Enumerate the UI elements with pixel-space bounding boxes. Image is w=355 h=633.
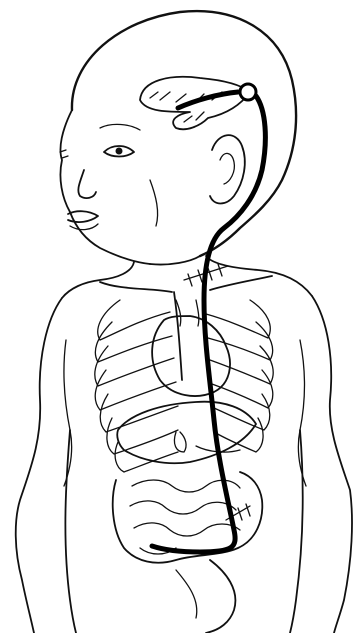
shunt-valve — [240, 84, 256, 100]
torso-right-side — [290, 430, 303, 633]
rib — [210, 346, 273, 384]
lower-lip — [70, 224, 98, 230]
heart-vessel — [176, 300, 199, 326]
rib — [95, 322, 172, 362]
lower-colon — [206, 560, 235, 633]
face-outline — [60, 110, 150, 264]
eyebrow — [100, 124, 140, 130]
cheek-line — [150, 180, 158, 226]
neck-and-shoulders — [16, 256, 352, 633]
liver — [117, 402, 256, 464]
ribcage — [95, 276, 273, 472]
right-arm — [312, 296, 352, 633]
intestine-loop — [134, 523, 240, 536]
ear-inner — [220, 153, 234, 184]
head — [60, 11, 296, 264]
rib — [206, 300, 270, 338]
left-clavicle — [100, 282, 172, 292]
pupil — [116, 148, 123, 155]
colon-outline — [113, 472, 263, 563]
rib — [100, 394, 178, 432]
head-outline — [72, 11, 296, 256]
rib — [208, 322, 273, 360]
intestine-loop — [130, 501, 236, 514]
gallbladder — [174, 432, 186, 452]
nose — [78, 170, 96, 198]
rib — [115, 442, 178, 472]
right-clavicle — [210, 276, 272, 290]
rib — [95, 346, 174, 386]
rib — [98, 300, 170, 340]
ventricular-catheter — [178, 92, 238, 108]
suture-marks — [184, 264, 250, 524]
liver-outline — [117, 402, 256, 464]
neck-left — [62, 262, 134, 298]
rib — [95, 370, 176, 410]
jaw-line — [150, 256, 200, 265]
left-arm — [16, 298, 62, 633]
bowel-fold — [176, 570, 197, 618]
ear — [210, 135, 245, 203]
heart-outline — [152, 316, 230, 396]
